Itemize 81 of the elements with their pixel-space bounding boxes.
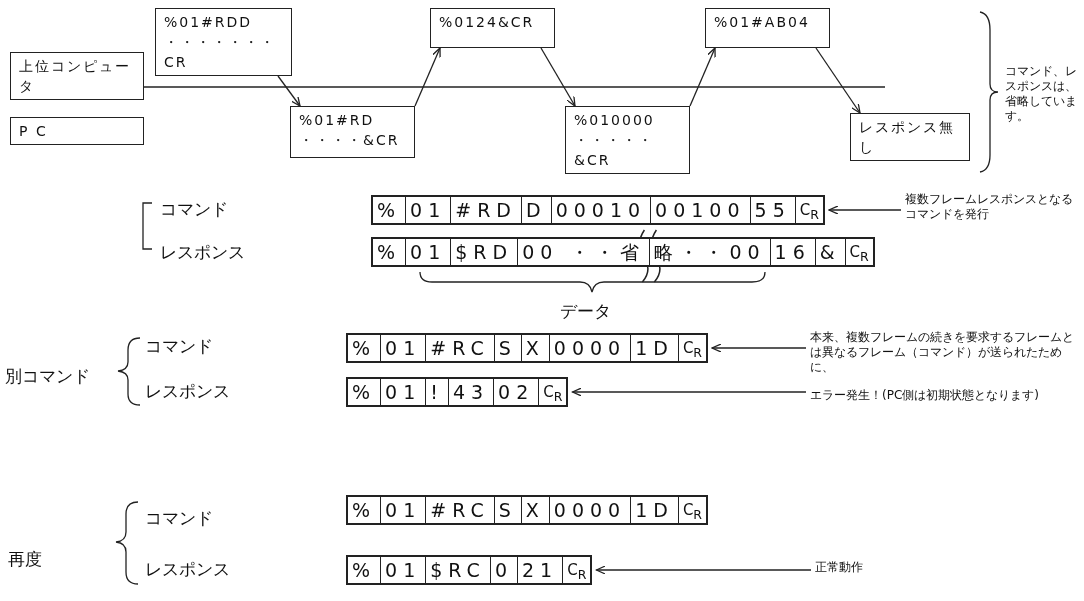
message-box: レスポンス無し	[850, 113, 970, 161]
frame-field: 00010	[551, 197, 652, 223]
frame-field: 01	[406, 197, 452, 223]
frame-field: %	[348, 379, 382, 405]
arrow	[711, 343, 807, 353]
frame-field: 略・・00	[650, 239, 771, 265]
frame-field: %	[348, 497, 382, 523]
frame-field: D	[522, 197, 552, 223]
frame-field: C$_{R}$	[539, 379, 567, 405]
frame-field: 1D	[631, 497, 679, 523]
frame-field: 01	[381, 379, 427, 405]
frame-field: #RC	[426, 335, 495, 361]
data-label: データ	[560, 300, 611, 323]
frame-field: 21	[517, 557, 564, 583]
frame-field: 01	[406, 239, 452, 265]
frame-field: 01	[381, 557, 427, 583]
arrow	[828, 205, 902, 215]
note-text: コマンド、レスポンスは、省略しています。	[1005, 64, 1078, 124]
row-label: コマンド	[145, 335, 213, 358]
frame-field: C$_{R}$	[563, 557, 591, 583]
frame-field: $RD	[451, 239, 519, 265]
frame-field: %	[348, 557, 382, 583]
arrow	[571, 387, 807, 397]
frame-field: $RC	[426, 557, 491, 583]
frame-field: 16	[770, 239, 816, 265]
row-label: レスポンス	[145, 558, 230, 581]
frame-field: X	[521, 497, 550, 523]
frame-field: X	[521, 335, 550, 361]
arrow	[414, 47, 441, 107]
frame-field: &	[815, 239, 846, 265]
frame-box	[346, 555, 593, 585]
arrow	[277, 75, 301, 107]
frame-field: #RD	[451, 197, 522, 223]
frame-field: C$_{R}$	[795, 197, 823, 223]
frame-field: S	[494, 335, 522, 361]
row-label: コマンド	[145, 507, 213, 530]
frame-field: C$_{R}$	[678, 497, 707, 523]
arrow	[540, 47, 576, 107]
frame-field: !	[426, 379, 449, 405]
message-box: %0124&CR	[430, 8, 555, 48]
note-text: 複数フレームレスポンスとなるコマンドを発行	[905, 192, 1075, 222]
row-label: コマンド	[160, 198, 228, 221]
message-box: P C	[10, 117, 144, 145]
frame-field: #RC	[426, 497, 495, 523]
frame-box	[346, 333, 709, 363]
group-label: 再度	[8, 548, 42, 571]
frame-field: 1D	[631, 335, 679, 361]
frame-field: 0000	[549, 335, 632, 361]
frame-field: %	[373, 239, 407, 265]
frame-field: 02	[494, 379, 540, 405]
message-box: %01#RDD ・・・・・・・CR	[155, 8, 292, 76]
arrow	[815, 47, 861, 114]
frame-box	[371, 195, 825, 225]
frame-field: 00100	[651, 197, 751, 223]
note-text: 正常動作	[815, 560, 935, 575]
note-text: 本来、複数フレームの続きを要求するフレームとは異なるフレーム（コマンド）が送られたために、	[810, 330, 1080, 375]
arrow	[689, 47, 716, 107]
message-box: %01#AB04	[705, 8, 830, 48]
frame-field: 55	[750, 197, 796, 223]
arrow	[595, 565, 812, 575]
note-text: エラー発生！(PC側は初期状態となります)	[810, 388, 1080, 403]
frame-field: %	[348, 335, 382, 361]
frame-field: 01	[381, 497, 427, 523]
frame-field: %	[373, 197, 407, 223]
message-box: %010000 ・・・・・&CR	[565, 106, 690, 174]
frame-field: 0000	[549, 497, 632, 523]
frame-field: C$_{R}$	[845, 239, 873, 265]
message-box: %01#RD ・・・・&CR	[290, 106, 415, 158]
row-label: レスポンス	[145, 380, 230, 403]
frame-field: S	[494, 497, 522, 523]
group-label: 別コマンド	[5, 365, 90, 388]
frame-field: 00 ・・省	[518, 239, 651, 265]
frame-field: 43	[448, 379, 495, 405]
frame-field: 0	[490, 557, 518, 583]
frame-field: C$_{R}$	[678, 335, 707, 361]
frame-box	[346, 377, 569, 407]
row-label: レスポンス	[160, 241, 245, 264]
frame-box	[346, 495, 709, 525]
frame-field: 01	[381, 335, 427, 361]
message-box: 上位コンピュータ	[10, 52, 144, 100]
frame-box	[371, 237, 875, 267]
